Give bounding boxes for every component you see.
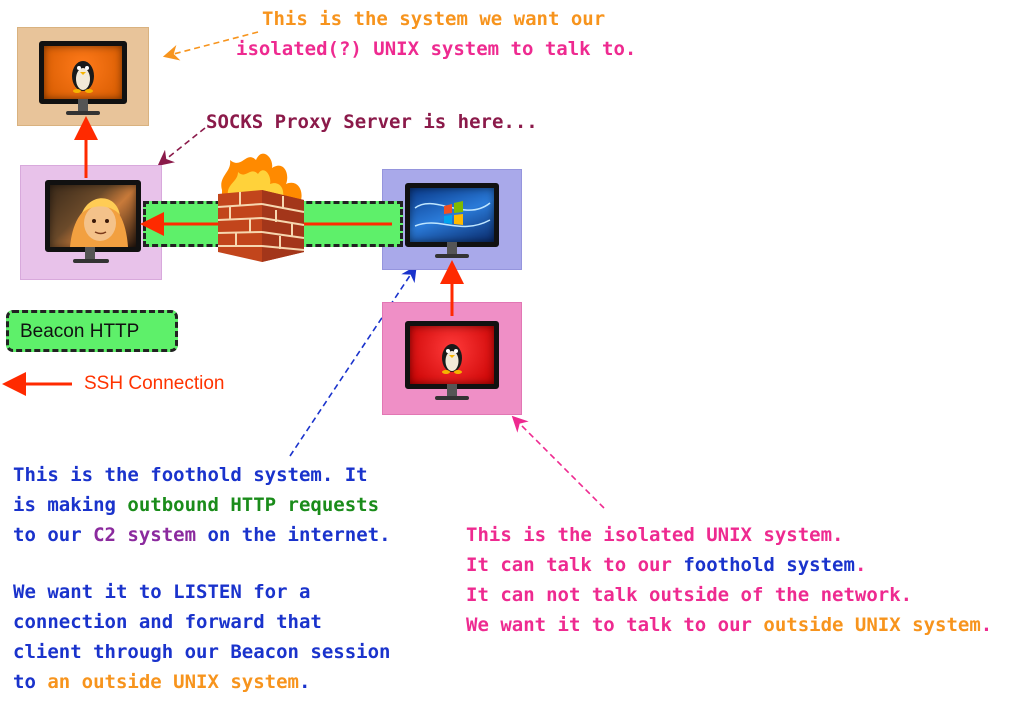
top-note-line2: isolated(?) UNIX system to talk to. [236, 38, 637, 60]
foothold-note-l5: connection and forward that [13, 611, 322, 633]
windows-logo-icon [414, 201, 491, 228]
foothold-l3c: system [115, 524, 208, 546]
foothold-l3a: to our [13, 524, 94, 546]
isolated-note-l4: We want it to talk to our outside UNIX s… [466, 610, 992, 640]
socks-proxy-tile [20, 165, 162, 280]
isolated-l2b: foothold system [683, 554, 855, 576]
monitor-base [73, 259, 109, 263]
legend-beacon-swatch: Beacon HTTP [6, 310, 178, 352]
isolated-l2a: It can talk to our [466, 554, 684, 576]
linux-penguin-icon [442, 344, 462, 374]
monitor-base [66, 111, 100, 115]
socks-proxy-screen [45, 180, 141, 252]
monitor-stand [447, 242, 457, 254]
isolated-l4a: We want it to talk to our [466, 614, 764, 636]
foothold-note-l2: is making outbound HTTP requests [13, 490, 391, 520]
isolated-l2c: . [854, 554, 867, 576]
isolated-note-l3: It can not talk outside of the network. [466, 584, 913, 606]
legend-ssh-label: SSH Connection [84, 373, 225, 394]
legend-beacon-label: Beacon HTTP [20, 321, 140, 342]
outside-unix-screen [39, 41, 127, 104]
isolated-note-pointer [511, 415, 605, 509]
isolated-note-l1: This is the isolated UNIX system. [466, 524, 844, 546]
foothold-note-l3: to our C2 system on the internet. [13, 520, 391, 550]
isolated-l4b: outside UNIX system [763, 614, 981, 636]
foothold-note-l4: We want it to LISTEN for a [13, 581, 311, 603]
foothold-l3b: C2 [93, 524, 116, 546]
top-note: This is the system we want our isolated(… [236, 4, 636, 64]
monitor-stand [85, 247, 95, 259]
foothold-note: This is the foothold system. It is makin… [13, 460, 391, 697]
foothold-note-pointer [289, 265, 417, 457]
isolated-unix-tile [382, 302, 522, 415]
monitor-stand [78, 99, 88, 111]
foothold-note-l7: to an outside UNIX system. [13, 667, 391, 697]
foothold-l2b: outbound HTTP requests [127, 494, 380, 516]
isolated-l4c: . [980, 614, 993, 636]
foothold-l7c: . [299, 671, 311, 693]
hacker-avatar-icon [70, 198, 128, 247]
top-note-line1: This is the system we want our [262, 8, 606, 30]
monitor-base [435, 396, 469, 400]
monitor-base [435, 254, 469, 258]
monitor-stand [447, 384, 457, 396]
foothold-windows-tile [382, 169, 522, 270]
isolated-note-l2: It can talk to our foothold system. [466, 550, 992, 580]
socks-note: SOCKS Proxy Server is here... [206, 111, 538, 133]
foothold-l2a: is making [13, 494, 128, 516]
foothold-note-l6: client through our Beacon session [13, 641, 391, 663]
isolated-note: This is the isolated UNIX system. It can… [466, 520, 992, 640]
top-note-pointer [162, 31, 259, 61]
foothold-l7a: to [13, 671, 48, 693]
linux-penguin-icon [72, 61, 94, 93]
foothold-l3d: on the internet. [207, 524, 391, 546]
foothold-l7b: an outside UNIX system [47, 671, 299, 693]
foothold-note-l1: This is the foothold system. It [13, 464, 368, 486]
